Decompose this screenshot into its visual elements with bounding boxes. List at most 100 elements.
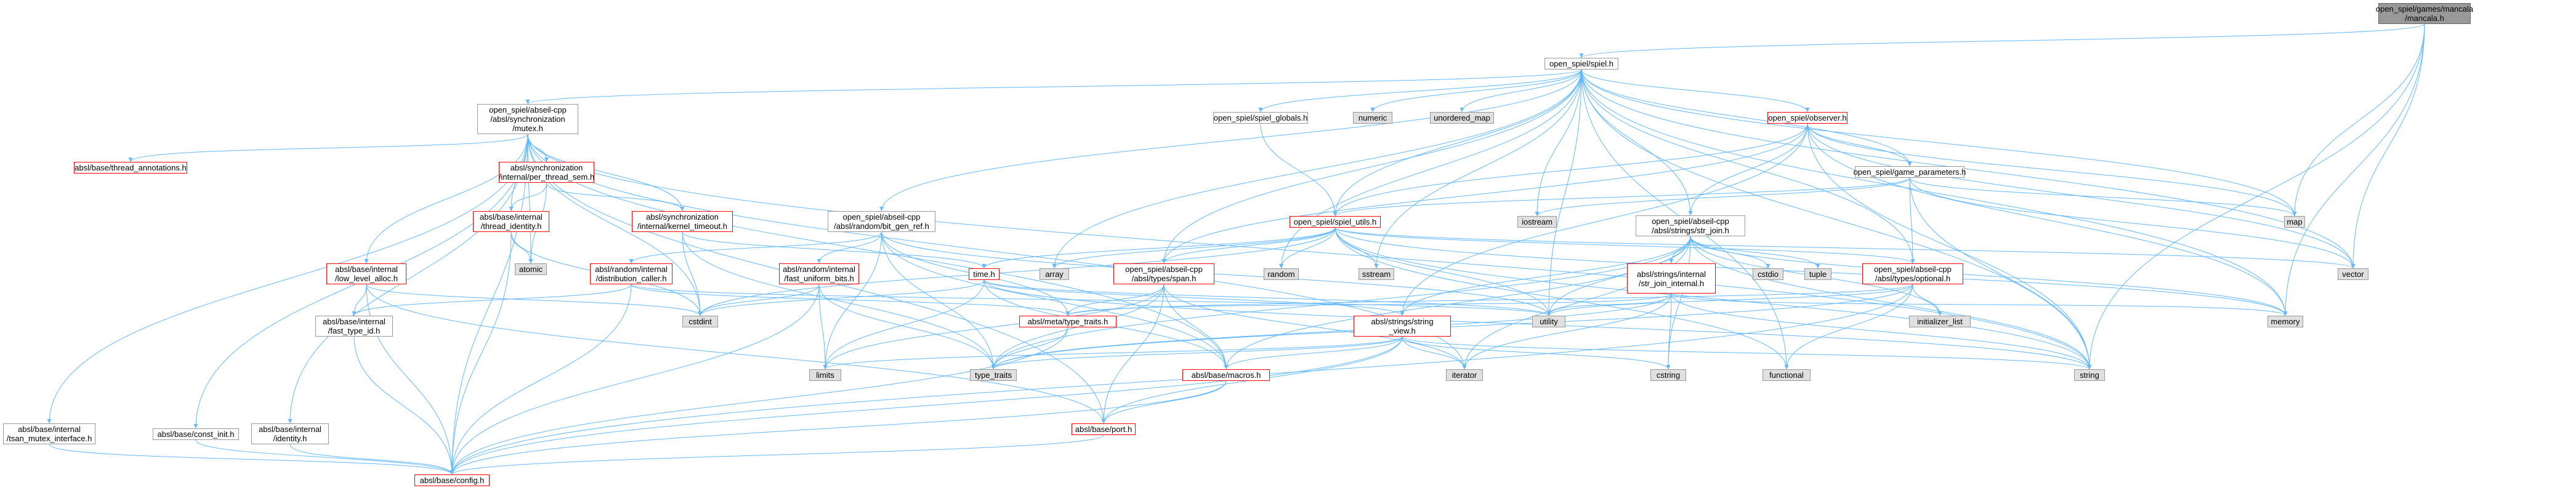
- node-low-level-alloc[interactable]: absl/base/internal /low_level_alloc.h: [326, 263, 406, 284]
- edge-observer-to-spiel_utils: [1333, 123, 1808, 217]
- node-fast-uniform-bits[interactable]: absl/random/internal /fast_uniform_bits.…: [779, 263, 859, 284]
- edge-root-to-vector: [2351, 23, 2425, 269]
- edge-time-to-utility: [983, 279, 1551, 316]
- dependency-edges: [47, 23, 2425, 475]
- node-fast-type-id[interactable]: absl/base/internal /fast_type_id.h: [315, 316, 393, 337]
- node-const-init[interactable]: absl/base/const_init.h: [153, 428, 239, 440]
- node-initializer-list[interactable]: initializer_list: [1909, 316, 1971, 327]
- node-atomic[interactable]: atomic: [515, 263, 547, 275]
- node-tuple[interactable]: tuple: [1804, 268, 1831, 280]
- edge-distribution_caller-to-config: [450, 284, 632, 475]
- edge-str_join-to-tuple: [1690, 236, 1820, 269]
- node-iterator[interactable]: iterator: [1446, 369, 1483, 381]
- node-thread-annotations[interactable]: absl/base/thread_annotations.h: [74, 162, 187, 174]
- edge-string_view-to-string: [1402, 336, 2092, 370]
- node-functional[interactable]: functional: [1762, 369, 1811, 381]
- edge-mutex-to-macros: [527, 134, 1229, 370]
- node-limits[interactable]: limits: [809, 369, 841, 381]
- node-sstream[interactable]: sstream: [1359, 268, 1394, 280]
- node-time[interactable]: time.h: [969, 268, 999, 280]
- edge-fast_uniform_bits-to-type_traits: [818, 284, 996, 370]
- edge-type_traits_h-to-type_traits: [991, 327, 1068, 370]
- node-port[interactable]: absl/base/port.h: [1072, 423, 1136, 435]
- node-spiel-utils[interactable]: open_spiel/spiel_utils.h: [1290, 216, 1381, 228]
- edge-str_join-to-memory: [1690, 236, 2288, 316]
- node-string[interactable]: string: [2074, 369, 2105, 381]
- edge-thread_identity-to-config: [450, 231, 512, 475]
- edge-optional-to-utility: [1546, 284, 1913, 316]
- edge-str_join_internal-to-utility: [1546, 293, 1672, 316]
- edge-bit_gen_ref-to-type_traits: [881, 231, 996, 370]
- node-utility[interactable]: utility: [1532, 316, 1565, 327]
- edge-mutex-to-atomic: [527, 134, 533, 264]
- node-root: open_spiel/games/mancala /mancala.h: [2375, 3, 2474, 24]
- edge-spiel_utils-to-utility: [1334, 227, 1551, 316]
- node-unordered-map[interactable]: unordered_map: [1430, 112, 1494, 124]
- edge-bit_gen_ref-to-distribution_caller: [629, 231, 882, 264]
- node-observer[interactable]: open_spiel/observer.h: [1767, 112, 1847, 124]
- edge-observer-to-span: [1161, 123, 1808, 264]
- edge-string_view-to-cstring: [1402, 336, 1671, 370]
- node-bit-gen-ref[interactable]: open_spiel/abseil-cpp /absl/random/bit_g…: [828, 211, 935, 232]
- node-str-join-internal[interactable]: absl/strings/internal /str_join_internal…: [1627, 263, 1716, 294]
- edge-spiel_utils-to-string: [1334, 227, 2092, 370]
- edge-tsan_mutex-to-config: [49, 444, 454, 475]
- edge-distribution_caller-to-type_traits_h: [631, 284, 1070, 316]
- node-random[interactable]: random: [1264, 268, 1299, 280]
- edge-low_level_alloc-to-fast_type_id: [352, 284, 367, 316]
- node-spiel[interactable]: open_spiel/spiel.h: [1544, 58, 1618, 70]
- node-numeric[interactable]: numeric: [1353, 112, 1392, 124]
- node-type-traits-h[interactable]: absl/meta/type_traits.h: [1019, 316, 1116, 327]
- edge-game_parameters-to-string: [1909, 177, 2092, 370]
- node-array[interactable]: array: [1040, 268, 1069, 280]
- node-vector[interactable]: vector: [2338, 268, 2368, 280]
- edge-spiel-to-map: [1581, 69, 2297, 217]
- node-spiel-globals[interactable]: open_spiel/spiel_globals.h: [1213, 112, 1308, 124]
- node-thread-identity[interactable]: absl/base/internal /thread_identity.h: [473, 211, 549, 232]
- node-config[interactable]: absl/base/config.h: [414, 474, 490, 486]
- node-span[interactable]: open_spiel/abseil-cpp /absl/types/span.h: [1113, 263, 1214, 284]
- node-cstring[interactable]: cstring: [1650, 369, 1686, 381]
- edge-low_level_alloc-to-cstdint: [366, 284, 703, 316]
- edge-mutex-to-config: [450, 134, 528, 475]
- edge-observer-to-memory: [1807, 123, 2288, 316]
- node-cstdio[interactable]: cstdio: [1753, 268, 1783, 280]
- node-identity[interactable]: absl/base/internal /identity.h: [251, 423, 329, 444]
- edge-fast_uniform_bits-to-limits: [818, 284, 828, 370]
- edge-span-to-macros: [1163, 284, 1229, 370]
- edge-spiel-to-utility: [1546, 69, 1582, 316]
- edge-spiel-to-iostream: [1535, 69, 1582, 217]
- edge-spiel-to-unordered_map: [1460, 69, 1582, 113]
- edge-spiel-to-span: [1161, 69, 1582, 264]
- edge-fast_uniform_bits-to-config: [450, 284, 820, 475]
- edge-const_init-to-config: [195, 439, 454, 475]
- node-map[interactable]: map: [2284, 216, 2305, 228]
- edge-spiel-to-array: [1052, 69, 1582, 269]
- edge-kernel_timeout-to-time: [682, 231, 987, 269]
- node-str-join[interactable]: open_spiel/abseil-cpp /absl/strings/str_…: [1636, 215, 1745, 236]
- node-iostream[interactable]: iostream: [1517, 216, 1557, 228]
- edge-str_join_internal-to-string: [1671, 293, 2092, 370]
- node-optional[interactable]: open_spiel/abseil-cpp /absl/types/option…: [1862, 263, 1963, 284]
- edge-optional-to-type_traits: [991, 284, 1913, 370]
- node-mutex[interactable]: open_spiel/abseil-cpp /absl/synchronizat…: [477, 104, 578, 134]
- edge-spiel-to-mutex: [525, 69, 1582, 105]
- node-cstdint[interactable]: cstdint: [682, 316, 718, 327]
- edge-game_parameters-to-map: [1909, 177, 2297, 217]
- edge-str_join-to-utility: [1546, 236, 1691, 316]
- edge-observer-to-str_join: [1688, 123, 1808, 216]
- node-memory[interactable]: memory: [2267, 316, 2303, 327]
- edge-mutex-to-tsan_mutex: [47, 134, 528, 424]
- edge-fast_type_id-to-config: [353, 336, 454, 475]
- node-tsan-mutex[interactable]: absl/base/internal /tsan_mutex_interface…: [3, 423, 95, 444]
- node-game-parameters[interactable]: open_spiel/game_parameters.h: [1853, 166, 1966, 178]
- node-string-view[interactable]: absl/strings/string _view.h: [1354, 316, 1451, 337]
- edge-spiel_utils-to-array: [1052, 227, 1336, 269]
- node-type-traits[interactable]: type_traits: [970, 369, 1017, 381]
- node-per-thread-sem[interactable]: absl/synchronization /internal/per_threa…: [498, 162, 595, 183]
- node-kernel-timeout[interactable]: absl/synchronization /internal/kernel_ti…: [632, 211, 733, 232]
- edge-spiel-to-vector: [1581, 69, 2356, 269]
- edge-observer-to-string_view: [1400, 123, 1808, 316]
- node-distribution-caller[interactable]: absl/random/internal /distribution_calle…: [590, 263, 672, 284]
- node-macros[interactable]: absl/base/macros.h: [1182, 369, 1270, 381]
